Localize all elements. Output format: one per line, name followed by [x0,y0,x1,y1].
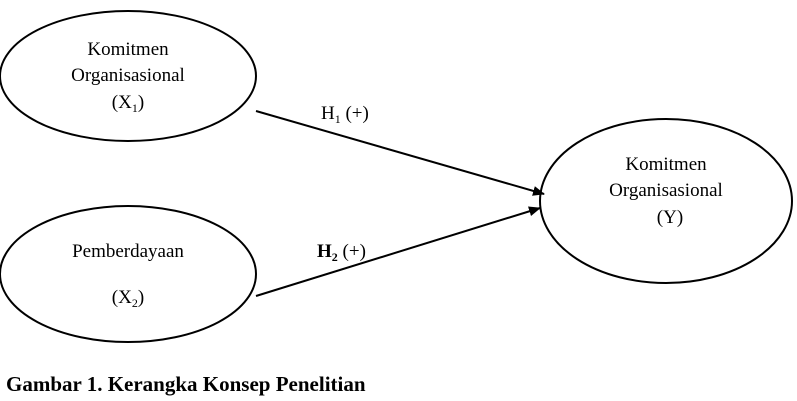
node-x1-line1: Komitmen [87,39,169,60]
edge-h2: H2 (+) [255,206,541,297]
node-x2-variable: (X2) [112,287,144,310]
node-y: Komitmen Organisasional (Y) [539,118,793,284]
edge-h1-arrow [255,110,545,196]
node-x1: Komitmen Organisasional (X1) [0,10,257,142]
node-y-line1: Komitmen [625,154,707,175]
edge-h2-label-main: H [317,241,332,262]
node-x1-ellipse [0,10,257,142]
edge-h1: H1 (+) [255,103,545,196]
node-x1-variable: (X1) [112,92,144,115]
node-x2-var-open: (X [112,287,132,308]
node-x2-var-sub: 2 [132,296,138,310]
edge-h1-label-rest: (+) [341,103,369,124]
node-y-line2: Organisasional [609,180,723,201]
node-x1-line2: Organisasional [71,65,185,86]
node-x2-var-close: ) [138,287,144,308]
node-y-line3: (Y) [657,207,683,228]
node-y-ellipse [539,118,793,284]
node-x2: Pemberdayaan (X2) [0,205,257,343]
edge-h1-label-sub: 1 [335,112,341,126]
edge-h2-label-rest: (+) [338,241,366,262]
edge-h2-arrow [255,206,541,297]
node-x1-var-open: (X [112,92,132,113]
figure-caption: Gambar 1. Kerangka Konsep Penelitian [6,372,366,396]
node-x2-ellipse [0,205,257,343]
node-x1-var-sub: 1 [132,101,138,115]
node-x2-line1: Pemberdayaan [72,241,184,262]
edge-h1-label-main: H [321,103,335,124]
edge-h2-label: H2 (+) [317,241,366,264]
edge-h1-label: H1 (+) [321,103,369,126]
node-x1-var-close: ) [138,92,144,113]
edge-h2-label-sub: 2 [332,250,338,264]
